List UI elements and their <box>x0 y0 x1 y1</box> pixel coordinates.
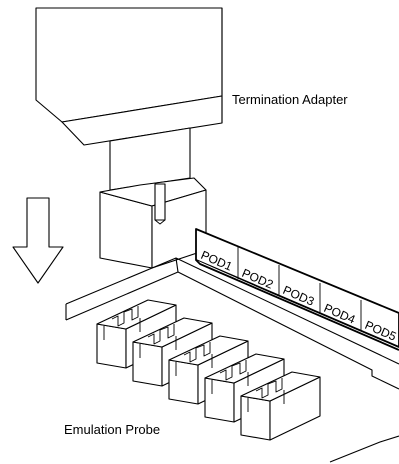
emulation-probe-label: Emulation Probe <box>64 422 160 437</box>
emulation-probe <box>65 257 399 463</box>
down-arrow-icon <box>12 197 64 284</box>
termination-adapter <box>35 7 223 269</box>
socket-5 <box>240 371 321 441</box>
termination-adapter-label: Termination Adapter <box>232 92 348 107</box>
